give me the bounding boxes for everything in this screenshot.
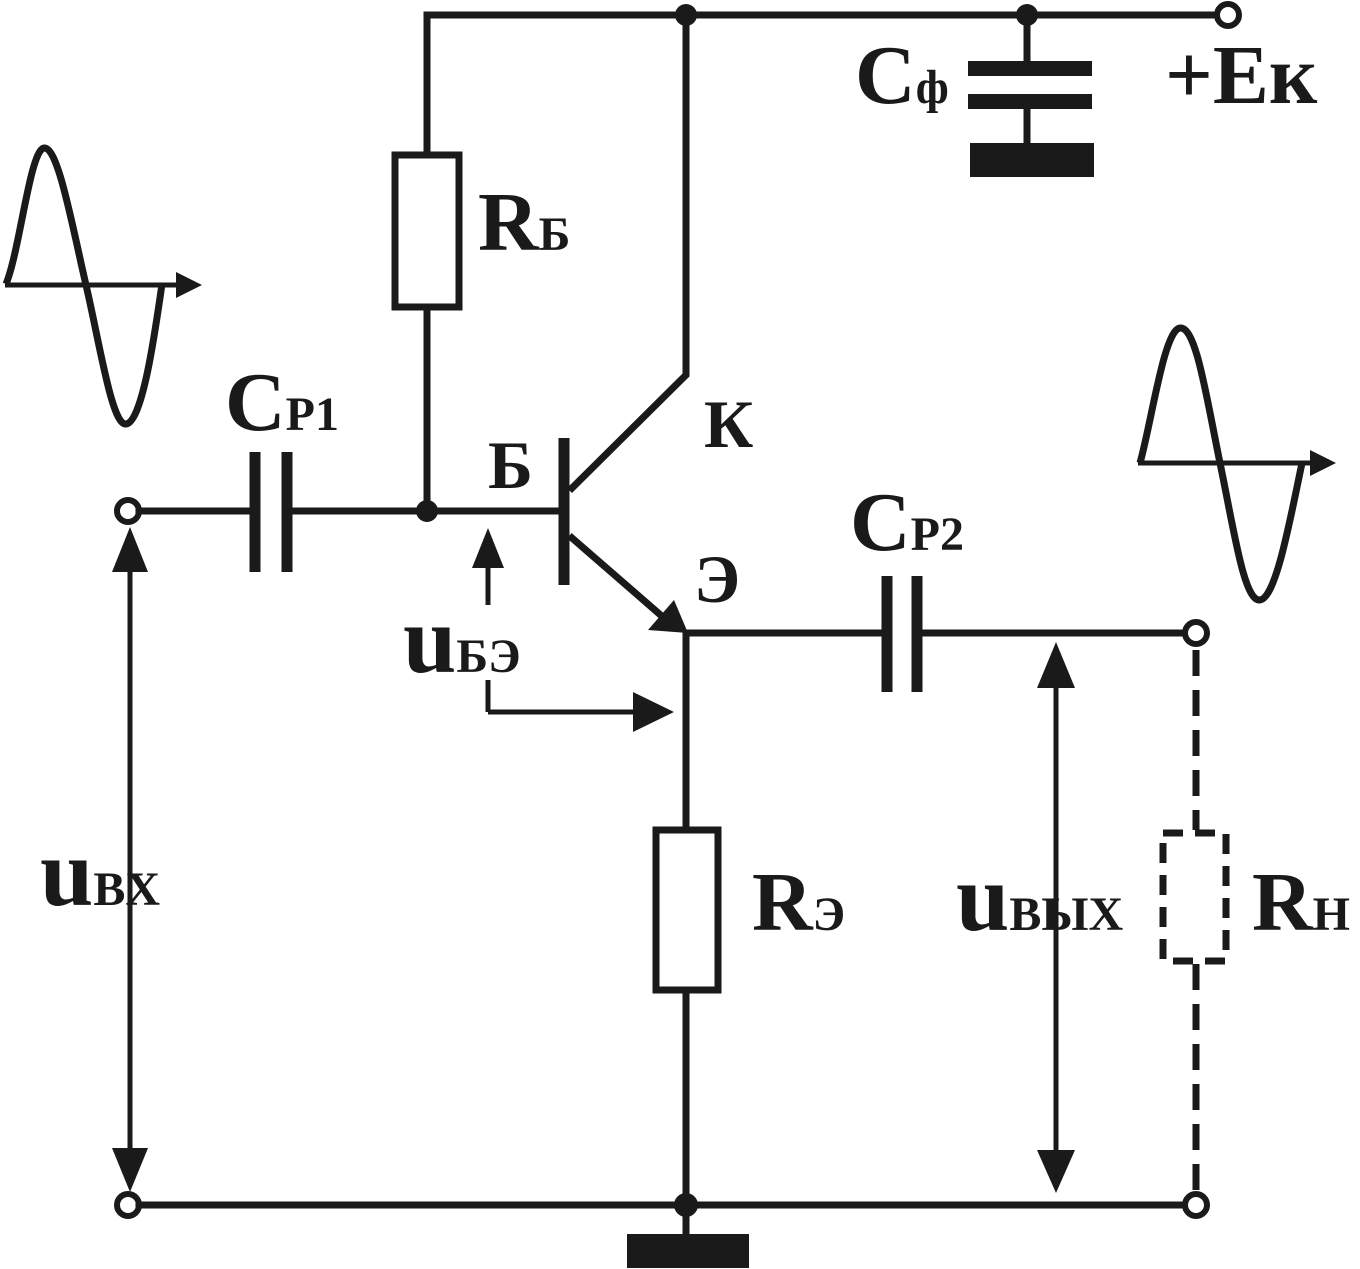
base-junction [416, 500, 438, 522]
input-sine-wave-icon [2, 144, 202, 428]
load-resistor-label: RH [1252, 856, 1350, 949]
filter-capacitor-label: Cф [855, 29, 949, 122]
base-emitter-voltage-arrow [472, 528, 674, 732]
ground-icon [627, 1234, 749, 1268]
load-resistor [1159, 650, 1230, 1195]
collector-label: К [704, 386, 753, 462]
input-voltage-label: uBX [40, 819, 160, 926]
output-line [682, 576, 1210, 692]
filter-capacitor [968, 11, 1094, 177]
ground-rail [114, 1191, 1210, 1268]
input-voltage-arrow [112, 527, 148, 1192]
emitter-resistor-label: RЭ [752, 856, 845, 949]
base-resistor-label: RБ [478, 176, 570, 269]
emitter-resistor [652, 826, 722, 994]
base-resistor [391, 151, 463, 311]
emitter-arrow-icon [648, 600, 688, 633]
base-label: Б [488, 427, 533, 503]
input-line [114, 452, 564, 572]
emitter-lead [567, 533, 669, 623]
emitter-label: Э [694, 541, 740, 617]
output-terminal [1182, 619, 1210, 647]
base-emitter-voltage-label: uБЭ [403, 586, 521, 693]
output-voltage-arrow [1037, 642, 1075, 1193]
output-ground-terminal [1182, 1191, 1210, 1219]
chassis-ground-icon [970, 143, 1094, 177]
output-sine-wave-icon [1136, 324, 1336, 604]
coupling-capacitor-1-label: CP1 [225, 356, 339, 449]
output-voltage-label: uBЫX [956, 844, 1124, 951]
supply-terminal [1214, 1, 1242, 29]
collector-lead [567, 11, 690, 493]
supply-voltage-label: +Eк [1165, 29, 1318, 122]
coupling-capacitor-2-label: CP2 [850, 476, 964, 569]
